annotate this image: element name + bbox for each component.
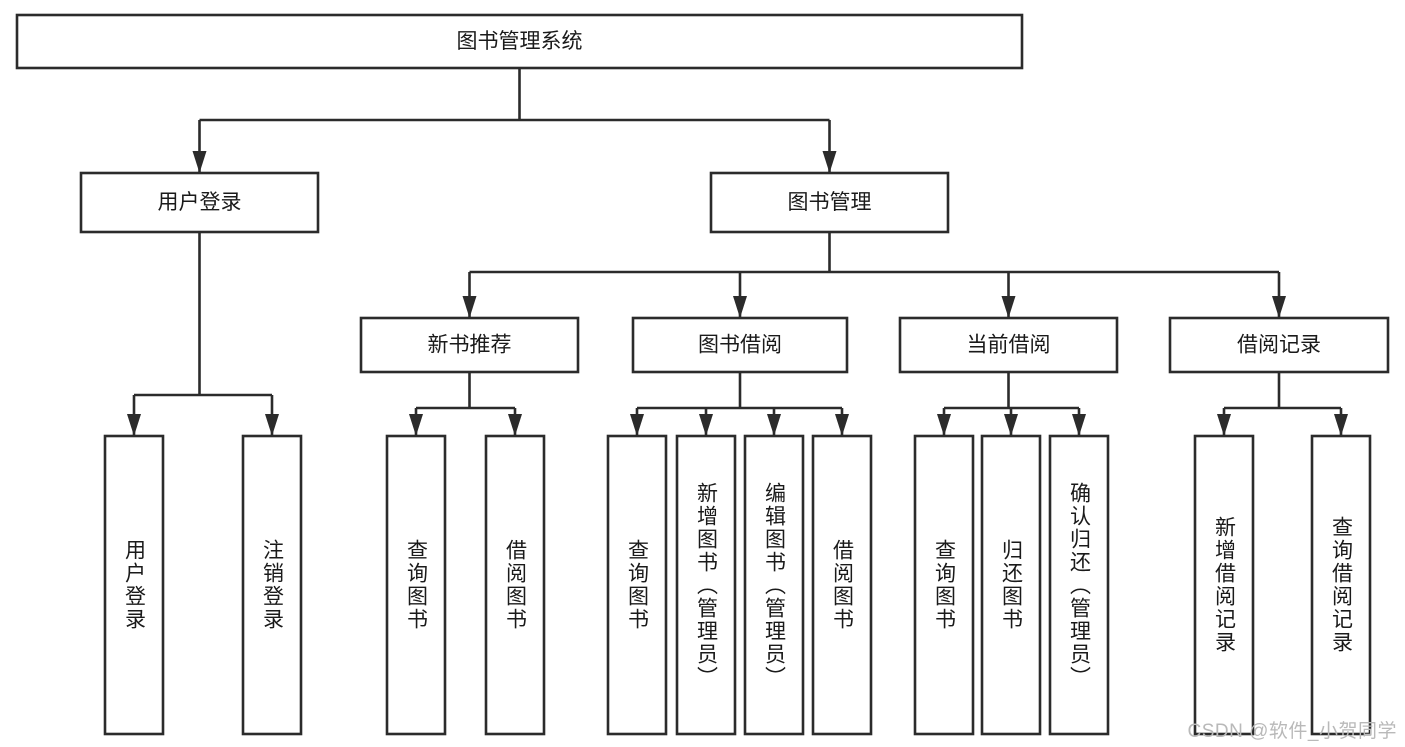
node-box-查询借阅记录[interactable] — [1310, 434, 1372, 736]
node-label-当前借阅: 当前借阅 — [967, 334, 1051, 357]
connector-arrowhead — [508, 414, 522, 436]
connector-arrowhead — [409, 414, 423, 436]
connector-arrowhead — [127, 414, 141, 436]
connector-arrowhead — [699, 414, 713, 436]
node-label-用户登录: 用户登录 — [158, 191, 242, 214]
node-box-注销登录[interactable] — [241, 434, 303, 736]
connector-arrowhead — [1072, 414, 1086, 436]
node-box-借阅图书[interactable] — [811, 434, 873, 736]
connector-arrowhead — [1001, 296, 1016, 318]
connector-arrowhead — [1334, 414, 1348, 436]
node-label-图书借阅: 图书借阅 — [698, 334, 782, 357]
node-box-layer — [15, 13, 1390, 736]
node-box-新增图书管理员[interactable] — [675, 434, 737, 736]
node-label-图书管理系统: 图书管理系统 — [457, 30, 583, 53]
connector-arrowhead — [265, 414, 279, 436]
node-box-当前借阅[interactable] — [898, 316, 1119, 374]
node-box-查询图书[interactable] — [606, 434, 668, 736]
node-box-编辑图书管理员[interactable] — [743, 434, 805, 736]
node-box-新增借阅记录[interactable] — [1193, 434, 1255, 736]
connector-arrowhead — [1004, 414, 1018, 436]
node-label-借阅记录: 借阅记录 — [1237, 334, 1321, 357]
node-box-新书推荐[interactable] — [359, 316, 580, 374]
connector-layer — [127, 68, 1348, 436]
node-box-借阅图书[interactable] — [484, 434, 546, 736]
connector-arrowhead — [822, 151, 837, 173]
connector-arrowhead — [767, 414, 781, 436]
connector-arrowhead — [937, 414, 951, 436]
connector-arrowhead — [630, 414, 644, 436]
node-box-用户登录[interactable] — [79, 171, 320, 234]
connector-arrowhead — [835, 414, 849, 436]
node-box-图书管理系统[interactable] — [15, 13, 1024, 70]
connector-arrowhead — [462, 296, 477, 318]
connector-arrowhead — [192, 151, 207, 173]
node-box-图书借阅[interactable] — [631, 316, 849, 374]
connector-arrowhead — [1272, 296, 1286, 318]
watermark-text: CSDN @软件_小贺同学 — [1187, 721, 1397, 742]
node-label-图书管理: 图书管理 — [788, 191, 872, 214]
connector-arrowhead — [733, 296, 747, 318]
node-box-借阅记录[interactable] — [1168, 316, 1390, 374]
node-box-图书管理[interactable] — [709, 171, 950, 234]
node-box-归还图书[interactable] — [980, 434, 1042, 736]
node-label-新书推荐: 新书推荐 — [428, 334, 512, 357]
connector-arrowhead — [1217, 414, 1231, 436]
node-box-用户登录[interactable] — [103, 434, 165, 736]
node-box-查询图书[interactable] — [385, 434, 447, 736]
node-box-查询图书[interactable] — [913, 434, 975, 736]
node-box-确认归还管理员[interactable] — [1048, 434, 1110, 736]
